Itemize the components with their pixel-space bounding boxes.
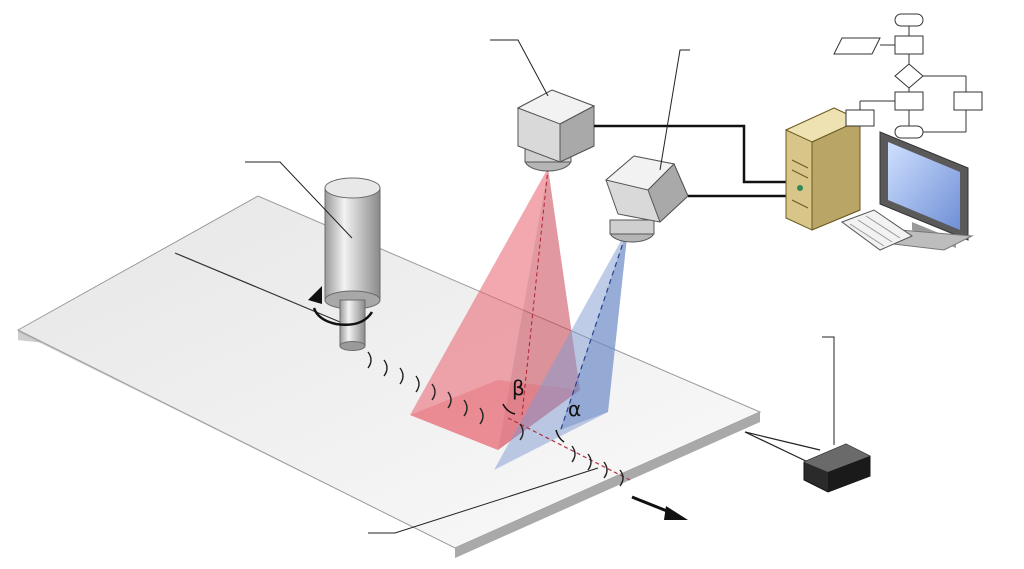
machining-tool-icon xyxy=(324,177,381,351)
tool-marks xyxy=(367,351,624,487)
keyboard-icon xyxy=(840,209,914,251)
alpha-angle-label: α xyxy=(568,397,581,421)
beta-angle-label: β xyxy=(512,376,525,400)
blue-light-beam xyxy=(494,227,629,470)
pc-tower-icon xyxy=(784,107,862,231)
scan-line xyxy=(507,417,631,481)
second-camera-icon xyxy=(604,155,689,243)
flowchart-icon xyxy=(833,13,983,139)
sensor-box-icon xyxy=(744,431,871,493)
camera-cables xyxy=(594,124,790,198)
laser-camera-icon xyxy=(516,89,596,172)
beta-angle-arc xyxy=(502,403,516,415)
alpha-angle-arc xyxy=(555,429,565,443)
leader-lines xyxy=(245,39,835,534)
machined-groove-line xyxy=(174,252,341,323)
feed-direction-arrow-icon xyxy=(631,495,688,520)
rotation-arrow-icon xyxy=(308,286,374,326)
